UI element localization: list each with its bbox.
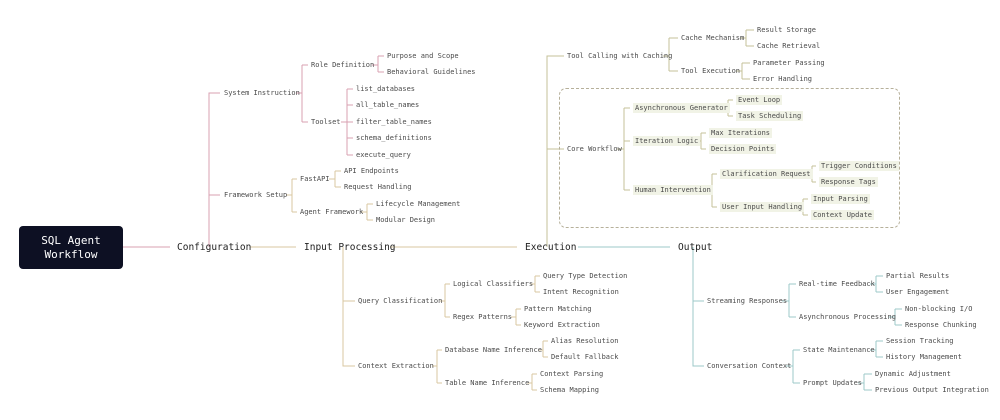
node-response-chunking: Response Chunking xyxy=(905,321,977,329)
node-input-processing: Input Processing xyxy=(304,242,396,253)
node-human-intervention: Human Intervention xyxy=(633,185,713,195)
node-schema-definitions: schema_definitions xyxy=(356,134,432,142)
node-realtime-feedback: Real-time Feedback xyxy=(799,280,875,288)
node-result-storage: Result Storage xyxy=(757,26,817,34)
node-decision-points: Decision Points xyxy=(709,144,777,154)
node-query-classification: Query Classification xyxy=(358,297,443,305)
node-cache-retrieval: Cache Retrieval xyxy=(757,42,821,50)
node-user-input-handling: User Input Handling xyxy=(720,202,805,212)
node-framework-setup: Framework Setup xyxy=(224,191,288,199)
node-input-parsing: Input Parsing xyxy=(811,194,870,204)
node-query-type-detection: Query Type Detection xyxy=(543,272,628,280)
node-tool-execution: Tool Execution xyxy=(681,67,741,75)
node-non-blocking-io: Non-blocking I/O xyxy=(905,305,973,313)
node-role-definition: Role Definition xyxy=(311,61,375,69)
root-title: SQL Agent Workflow xyxy=(41,233,101,261)
node-async-generator: Asynchronous Generator xyxy=(633,103,730,113)
node-list-databases: list_databases xyxy=(356,85,416,93)
node-core-workflow: Core Workflow xyxy=(567,145,622,153)
node-regex-patterns: Regex Patterns xyxy=(453,313,513,321)
node-user-engagement: User Engagement xyxy=(886,288,950,296)
node-partial-results: Partial Results xyxy=(886,272,950,280)
node-request-handling: Request Handling xyxy=(344,183,412,191)
node-response-tags: Response Tags xyxy=(819,177,878,187)
node-table-name-inference: Table Name Inference xyxy=(445,379,530,387)
node-lifecycle-management: Lifecycle Management xyxy=(376,200,461,208)
node-agent-framework: Agent Framework xyxy=(300,208,364,216)
node-db-name-inference: Database Name Inference xyxy=(445,346,542,354)
node-fastapi: FastAPI xyxy=(300,175,330,183)
node-modular-design: Modular Design xyxy=(376,216,436,224)
node-pattern-matching: Pattern Matching xyxy=(524,305,592,313)
node-event-loop: Event Loop xyxy=(736,95,783,105)
node-default-fallback: Default Fallback xyxy=(551,353,619,361)
connector-line xyxy=(342,247,355,367)
node-execute-query: execute_query xyxy=(356,151,411,159)
node-behavioral-guidelines: Behavioral Guidelines xyxy=(387,68,476,76)
node-clarification-request: Clarification Request xyxy=(720,169,813,179)
node-prompt-updates: Prompt Updates xyxy=(803,379,863,387)
node-iteration-logic: Iteration Logic xyxy=(633,136,701,146)
node-filter-table-names: filter_table_names xyxy=(356,118,432,126)
node-task-scheduling: Task Scheduling xyxy=(736,111,804,121)
node-tool-calling: Tool Calling with Caching xyxy=(567,52,673,60)
connector-line xyxy=(208,92,220,247)
node-context-parsing: Context Parsing xyxy=(540,370,604,378)
node-all-table-names: all_table_names xyxy=(356,101,420,109)
node-execution: Execution xyxy=(525,242,577,253)
node-context-extraction: Context Extraction xyxy=(358,362,434,370)
core-workflow-frame xyxy=(559,88,900,228)
node-conversation-context: Conversation Context xyxy=(707,362,792,370)
node-previous-output-integration: Previous Output Integration xyxy=(875,386,989,394)
node-schema-mapping: Schema Mapping xyxy=(540,386,600,394)
node-max-iterations: Max Iterations xyxy=(709,128,773,138)
root-node: SQL Agent Workflow xyxy=(19,226,123,269)
node-configuration: Configuration xyxy=(177,242,252,253)
node-error-handling: Error Handling xyxy=(753,75,813,83)
node-streaming-responses: Streaming Responses xyxy=(707,297,788,305)
node-cache-mechanism: Cache Mechanism xyxy=(681,34,745,42)
node-parameter-passing: Parameter Passing xyxy=(753,59,825,67)
node-api-endpoints: API Endpoints xyxy=(344,167,399,175)
node-alias-resolution: Alias Resolution xyxy=(551,337,619,345)
node-system-instruction: System Instruction xyxy=(224,89,300,97)
node-toolset: Toolset xyxy=(311,118,341,126)
node-keyword-extraction: Keyword Extraction xyxy=(524,321,600,329)
node-trigger-conditions: Trigger Conditions xyxy=(819,161,899,171)
node-dynamic-adjustment: Dynamic Adjustment xyxy=(875,370,951,378)
node-context-update: Context Update xyxy=(811,210,875,220)
node-state-maintenance: State Maintenance xyxy=(803,346,875,354)
node-logical-classifiers: Logical Classifiers xyxy=(453,280,534,288)
connector-line xyxy=(692,247,704,367)
connector-line xyxy=(546,55,564,247)
node-async-processing: Asynchronous Processing xyxy=(799,313,896,321)
node-history-management: History Management xyxy=(886,353,962,361)
node-purpose-scope: Purpose and Scope xyxy=(387,52,459,60)
node-output: Output xyxy=(678,242,713,253)
node-session-tracking: Session Tracking xyxy=(886,337,954,345)
node-intent-recognition: Intent Recognition xyxy=(543,288,619,296)
